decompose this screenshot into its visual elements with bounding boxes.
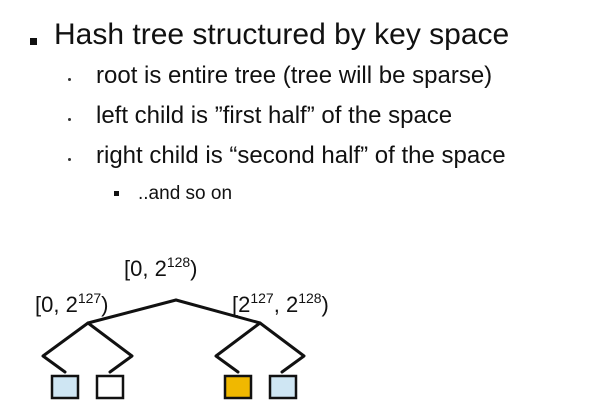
sub-bullet-text-2: left child is ”first half” of the space [96,102,453,129]
right-subtree-edges [214,321,306,374]
leaf-node-4 [268,374,298,400]
bullet-marker [30,38,37,45]
root-range-label: [0, 2128) [124,254,198,281]
sub-bullet-marker [68,78,71,81]
sub-bullet-text-1: root is entire tree (tree will be sparse… [96,62,493,89]
right-range-label: [2127, 2128) [232,290,329,317]
sub-bullet-marker [68,158,71,161]
leaf-node-1 [50,374,80,400]
sub-bullet-marker [68,118,71,121]
leaf-node-2 [95,374,125,400]
leaf-node-3 [223,374,253,400]
main-bullet-text: Hash tree structured by key space [54,18,510,51]
subsub-bullet-marker [114,191,119,196]
sub-bullet-text-3: right child is “second half” of the spac… [96,142,506,169]
subsub-bullet-text: ..and so on [138,183,233,204]
left-subtree-edges [41,321,134,374]
left-range-label: [0, 2127) [35,290,109,317]
root-to-right-edge [174,298,262,325]
root-to-left-edge [86,298,178,325]
